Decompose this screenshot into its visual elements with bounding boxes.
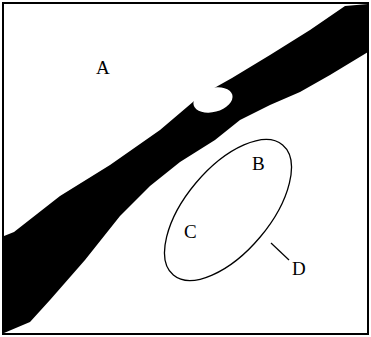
leader-line bbox=[271, 243, 289, 260]
ellipse-region: BC bbox=[162, 138, 294, 282]
region-letter: B bbox=[252, 154, 265, 173]
band-hole bbox=[191, 83, 236, 117]
ellipse-shape bbox=[162, 138, 294, 282]
region-letter: A bbox=[96, 58, 110, 77]
region-letter: C bbox=[184, 222, 197, 241]
dark-band bbox=[4, 4, 368, 333]
frame bbox=[3, 3, 368, 334]
ellipse-outline bbox=[162, 138, 294, 282]
region-letter: D bbox=[292, 259, 306, 278]
